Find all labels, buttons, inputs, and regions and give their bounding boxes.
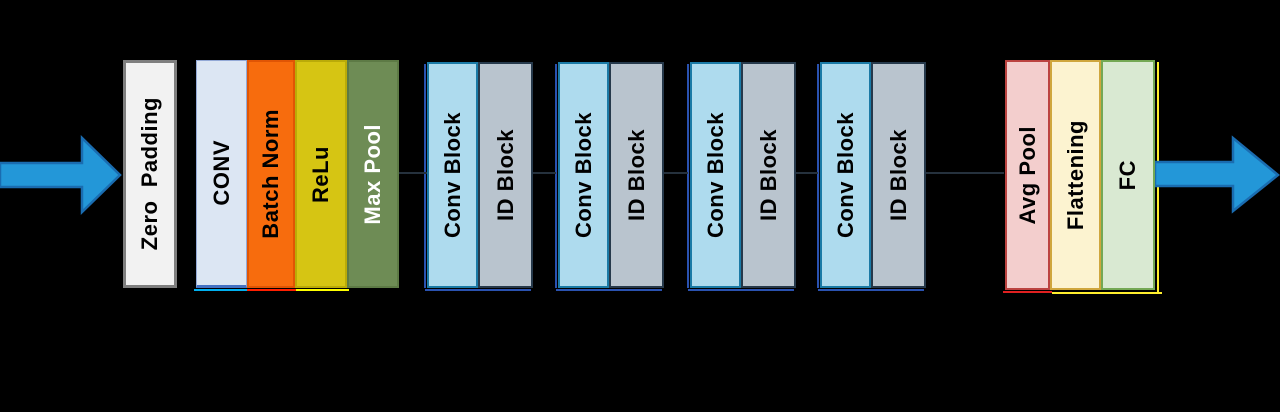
batch-norm-label: Batch Norm [258, 109, 283, 239]
relu-label: ReLu [308, 145, 333, 203]
stage-4-id-label: ID Block [885, 128, 911, 222]
stage-2-conv-label: Conv Block [570, 111, 596, 239]
batch-norm-block: Batch Norm [247, 60, 295, 288]
stage-3-conv-block: Conv Block [690, 62, 741, 288]
avg-pool-underline [1003, 291, 1052, 293]
stage-1-id-block: ID Block [478, 62, 533, 288]
conv-block-stem: CONV [196, 60, 247, 288]
stage-2-id-label: ID Block [623, 128, 649, 222]
connector-stem-stage1 [399, 172, 427, 174]
max-pool-label: Max Pool [360, 123, 385, 225]
stage-4-pair: Conv Block ID Block [820, 62, 926, 288]
fc-block: FC [1101, 60, 1155, 290]
input-arrow-icon [0, 135, 122, 215]
connector-stage4-head [926, 172, 1004, 174]
connector-stage3-stage4 [796, 172, 818, 174]
stage-1-conv-label: Conv Block [439, 111, 465, 239]
stage-1-offset-outline-left [424, 64, 426, 288]
stage-1-pair: Conv Block ID Block [427, 62, 533, 288]
zero-padding-label: Zero Padding [137, 97, 162, 251]
stage-1-offset-outline-bottom [425, 289, 531, 291]
flattening-fc-underline [1052, 292, 1162, 294]
flattening-block: Flattening [1050, 60, 1101, 290]
stage-4-offset-outline-left [817, 64, 819, 288]
stage-3-id-label: ID Block [755, 128, 781, 222]
output-arrow-icon [1155, 135, 1280, 214]
flattening-label: Flattening [1062, 119, 1088, 231]
max-pool-block: Max Pool [347, 60, 399, 288]
stage-2-id-block: ID Block [609, 62, 664, 288]
stage-3-pair: Conv Block ID Block [690, 62, 796, 288]
avg-pool-block: Avg Pool [1005, 60, 1050, 290]
stem-group: CONV Batch Norm ReLu Max Pool [196, 60, 399, 288]
zero-padding-block: Zero Padding [123, 60, 177, 288]
stage-4-conv-label: Conv Block [832, 111, 858, 239]
batch-norm-underline [247, 289, 296, 291]
connector-stage1-stage2 [533, 172, 556, 174]
connector-stage2-stage3 [664, 172, 688, 174]
stage-1-conv-block: Conv Block [427, 62, 478, 288]
relu-block: ReLu [295, 60, 347, 288]
stage-4-offset-outline-bottom [818, 289, 924, 291]
stage-3-conv-label: Conv Block [702, 111, 728, 239]
stage-1-id-label: ID Block [492, 128, 518, 222]
fc-label: FC [1115, 159, 1140, 191]
stage-2-pair: Conv Block ID Block [558, 62, 664, 288]
head-group: Avg Pool Flattening FC [1005, 60, 1155, 290]
conv-label: CONV [208, 140, 234, 206]
stage-2-offset-outline-bottom [556, 289, 662, 291]
stage-3-offset-outline-bottom [688, 289, 794, 291]
conv-underline [194, 289, 247, 291]
stage-3-offset-outline-left [687, 64, 689, 288]
relu-underline [296, 289, 349, 291]
stage-4-id-block: ID Block [871, 62, 926, 288]
stage-2-conv-block: Conv Block [558, 62, 609, 288]
stage-2-offset-outline-left [555, 64, 557, 288]
stage-3-id-block: ID Block [741, 62, 796, 288]
stage-4-conv-block: Conv Block [820, 62, 871, 288]
avg-pool-label: Avg Pool [1014, 125, 1040, 225]
